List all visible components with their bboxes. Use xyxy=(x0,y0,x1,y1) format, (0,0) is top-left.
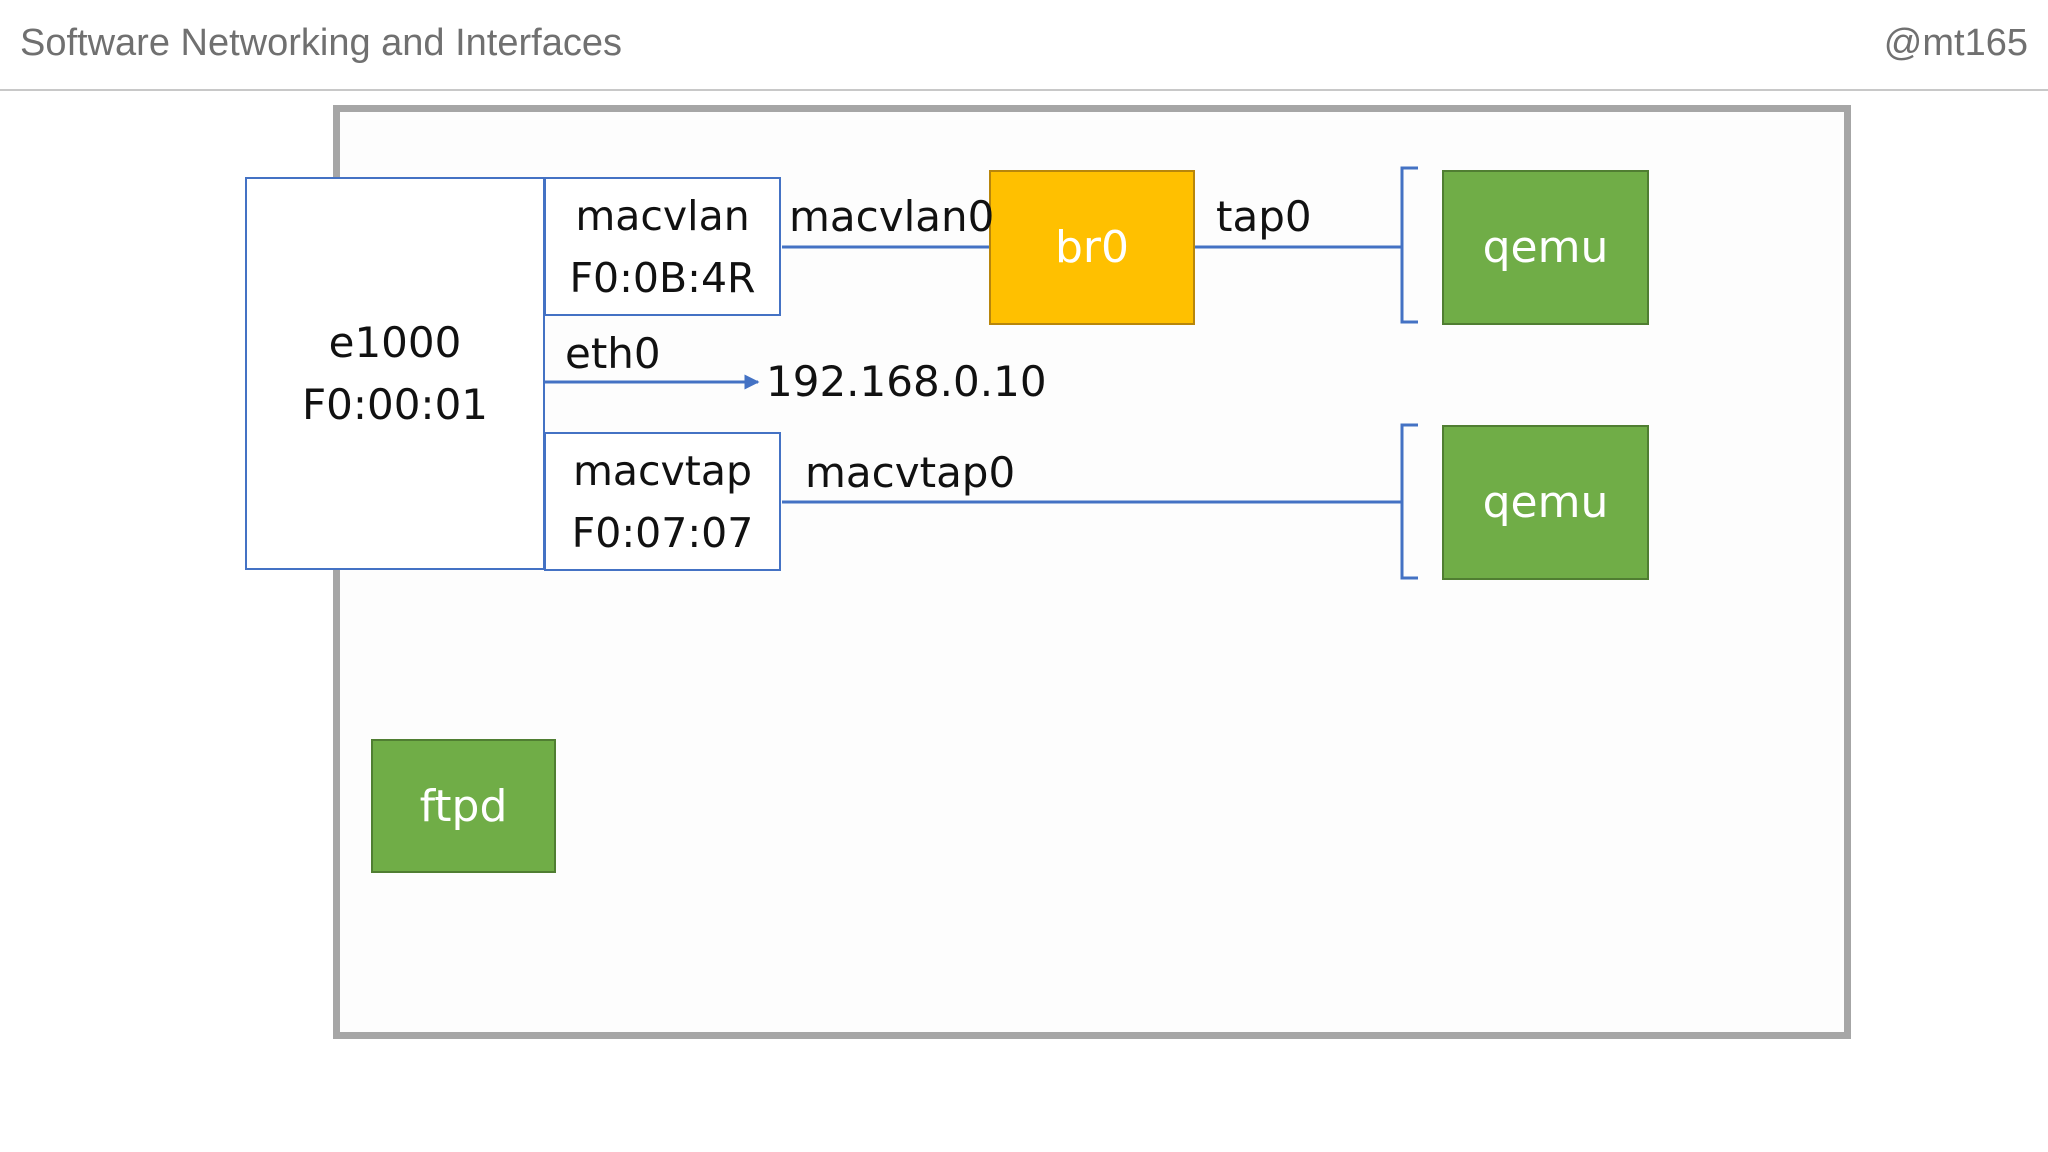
macvtap-box: macvtap F0:07:07 xyxy=(544,432,781,571)
author-handle: @mt165 xyxy=(1883,22,2028,64)
macvtap-mac: F0:07:07 xyxy=(571,508,754,557)
eth0-ip-address: 192.168.0.10 xyxy=(766,357,1047,406)
qemu-vm-box-2: qemu xyxy=(1442,425,1649,580)
qemu-vm-name-1: qemu xyxy=(1482,222,1609,273)
nic-e1000-box: e1000 F0:00:01 xyxy=(245,177,545,570)
slide-title: Software Networking and Interfaces xyxy=(20,22,622,64)
macvlan-name: macvlan xyxy=(575,191,750,240)
bridge-br0-box: br0 xyxy=(989,170,1195,325)
macvlan-box: macvlan F0:0B:4R xyxy=(544,177,781,316)
nic-name: e1000 xyxy=(328,317,462,367)
tap0-label: tap0 xyxy=(1216,192,1312,241)
macvlan0-label: macvlan0 xyxy=(789,192,995,241)
qemu-vm-box-1: qemu xyxy=(1442,170,1649,325)
macvtap-name: macvtap xyxy=(572,446,753,495)
macvlan-mac: F0:0B:4R xyxy=(569,253,756,302)
ftpd-name: ftpd xyxy=(419,780,508,832)
qemu-bottom-bracket xyxy=(1400,423,1418,580)
header-divider xyxy=(0,89,2048,91)
qemu-top-bracket xyxy=(1400,166,1418,324)
macvtap0-label: macvtap0 xyxy=(805,448,1016,497)
nic-mac: F0:00:01 xyxy=(301,379,489,429)
ftpd-process-box: ftpd xyxy=(371,739,556,873)
bridge-name: br0 xyxy=(1054,222,1129,273)
eth0-label: eth0 xyxy=(565,329,661,378)
qemu-vm-name-2: qemu xyxy=(1482,477,1609,528)
